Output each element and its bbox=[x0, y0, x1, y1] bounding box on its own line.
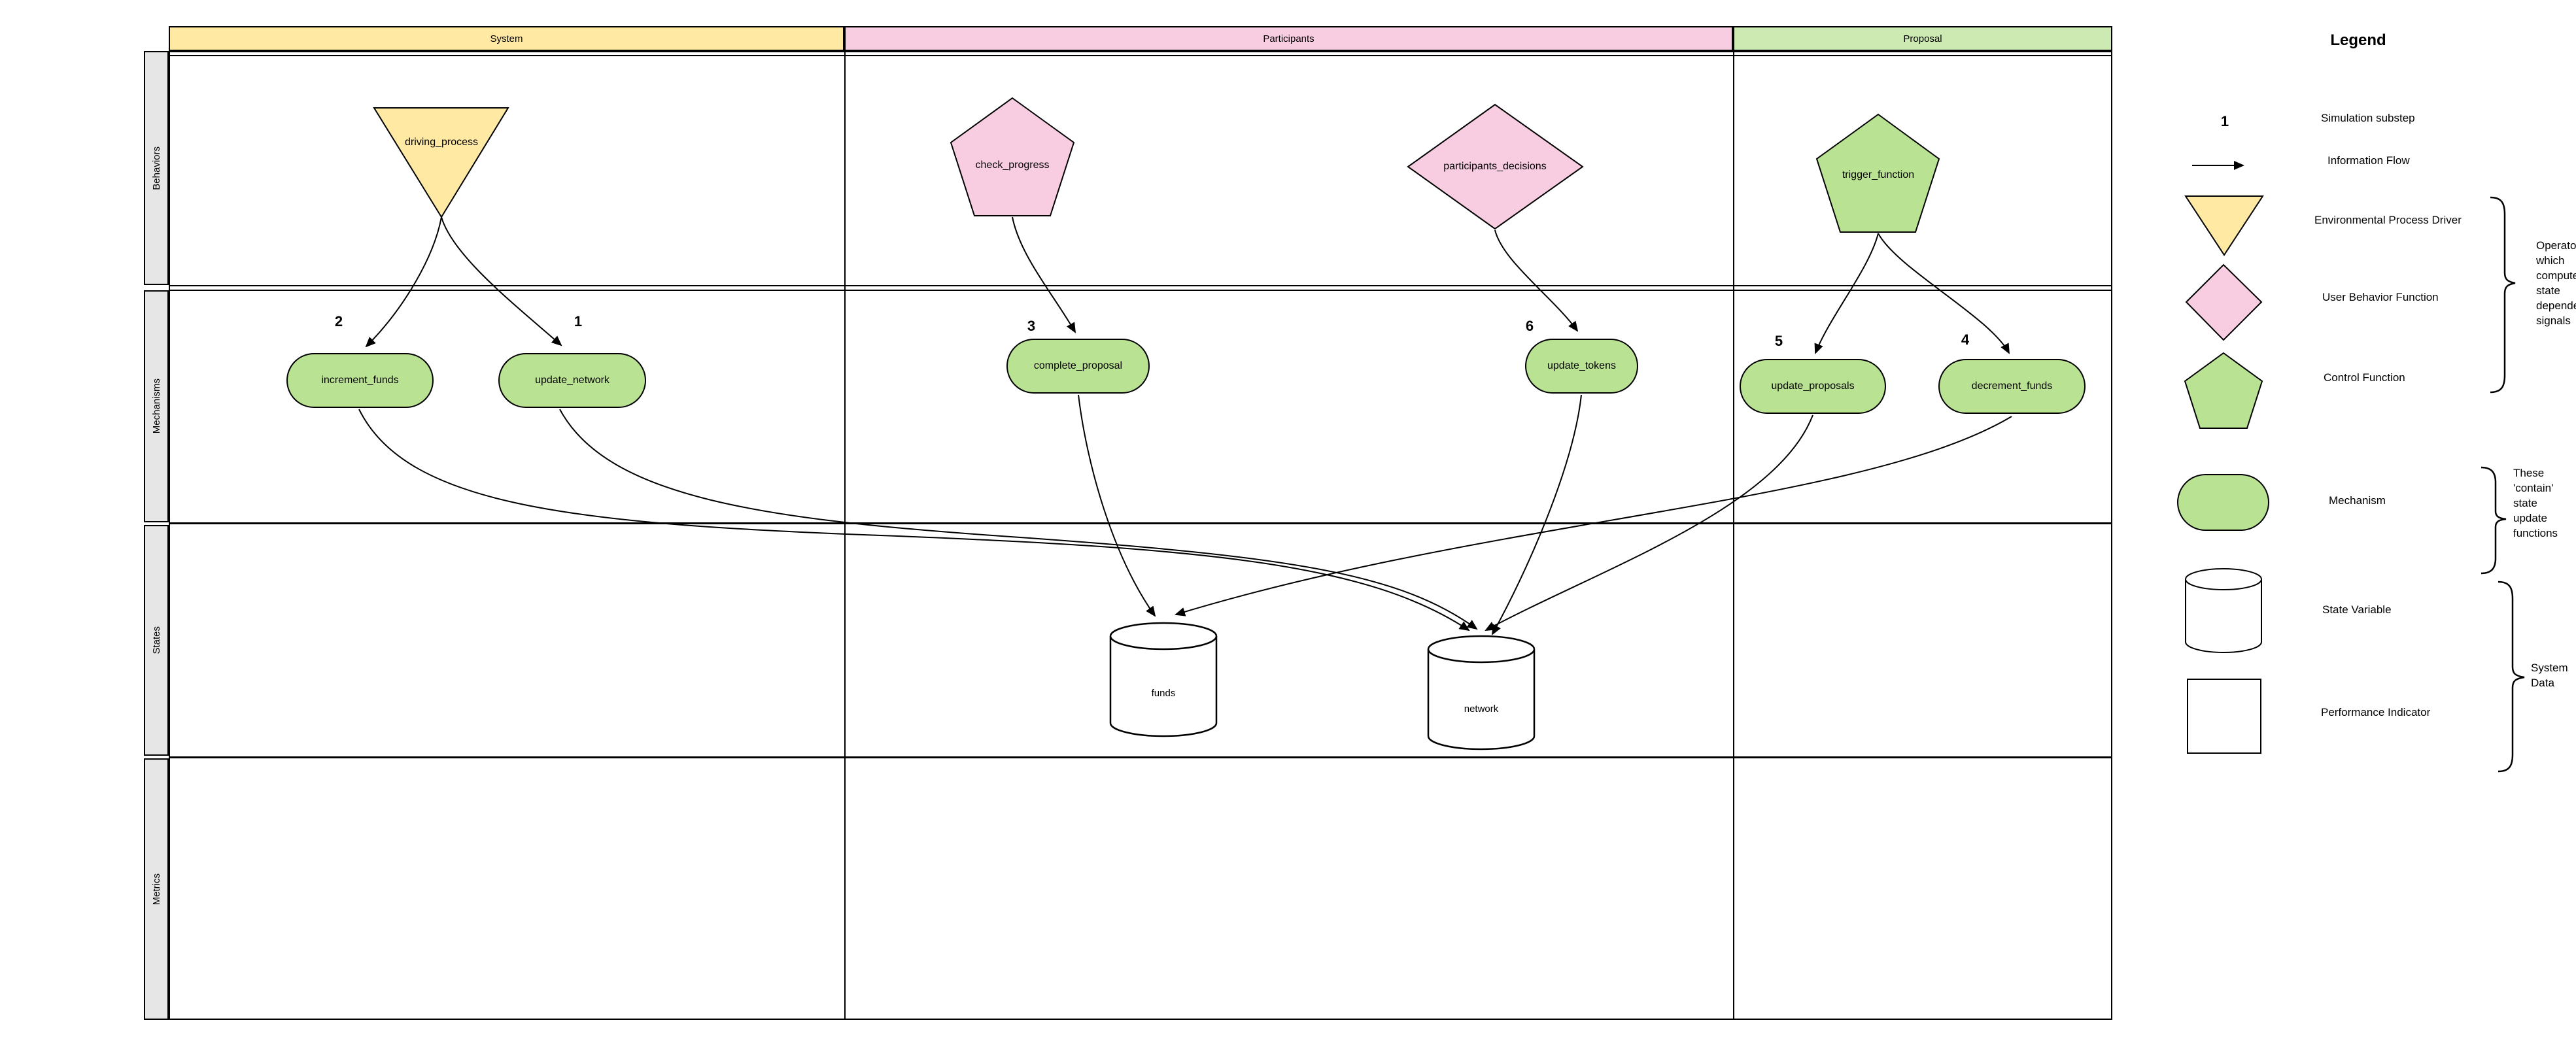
flow-trigger_function-update_proposals bbox=[1814, 233, 1879, 354]
trigger-function-pentagon[interactable] bbox=[1815, 113, 1940, 233]
column-header-participants: Participants bbox=[844, 26, 1733, 51]
column-header-participants-label: Participants bbox=[1263, 33, 1314, 44]
column-header-proposal-label: Proposal bbox=[1903, 33, 1942, 44]
table-outer-border bbox=[169, 51, 2112, 1020]
check-progress-pentagon[interactable] bbox=[950, 97, 1075, 216]
legend-stadium-symbol bbox=[2177, 474, 2269, 531]
legend-label-mechanism: Mechanism bbox=[2329, 493, 2386, 509]
flow-arrows bbox=[358, 216, 2012, 635]
row-label-states-text: States bbox=[150, 626, 162, 654]
node-increment-funds[interactable]: increment_funds bbox=[286, 353, 434, 408]
node-increment-funds-label: increment_funds bbox=[321, 375, 399, 386]
flow-update_network-network bbox=[559, 409, 1478, 630]
system-participants-divider bbox=[844, 51, 846, 1020]
column-header-system: System bbox=[169, 26, 844, 51]
node-decrement-funds-label: decrement_funds bbox=[1971, 380, 2053, 392]
column-header-system-label: System bbox=[490, 33, 523, 44]
network-cylinder[interactable] bbox=[1427, 635, 1536, 751]
participants-proposal-divider bbox=[1733, 51, 1734, 1020]
node-update-network[interactable]: update_network bbox=[498, 353, 646, 408]
flow-driving_process-update_network bbox=[441, 216, 562, 346]
node-update-tokens[interactable]: update_tokens bbox=[1525, 339, 1638, 394]
node-update-network-label: update_network bbox=[535, 375, 610, 386]
substep-decrement-funds: 4 bbox=[1961, 331, 1970, 348]
substep-update-network: 1 bbox=[574, 313, 583, 329]
flow-driving_process-increment_funds bbox=[365, 216, 442, 348]
funds-cylinder[interactable] bbox=[1109, 622, 1218, 737]
substep-update-proposals: 5 bbox=[1774, 333, 1783, 349]
legend-label-information-flow-text: Information Flow bbox=[2327, 154, 2410, 167]
node-decrement-funds[interactable]: decrement_funds bbox=[1938, 359, 2086, 414]
row-label-metrics: Metrics bbox=[144, 758, 169, 1020]
legend-label-environmental-process-driver-text: Environmental Process Driver bbox=[2314, 214, 2462, 226]
node-update-proposals[interactable]: update_proposals bbox=[1740, 359, 1886, 414]
legend-label-user-behavior-function: User Behavior Function bbox=[2322, 290, 2439, 305]
flow-update_tokens-network bbox=[1492, 394, 1582, 635]
flow-participants_decisions-update_tokens bbox=[1494, 229, 1579, 332]
participants-decisions-diamond[interactable] bbox=[1407, 103, 1584, 230]
row-label-mechanisms-text: Mechanisms bbox=[150, 379, 162, 434]
substep-increment-funds: 2 bbox=[334, 313, 343, 329]
legend-label-state-variable-text: State Variable bbox=[2322, 603, 2392, 616]
substep-update-tokens: 6 bbox=[1525, 318, 1534, 334]
row-label-mechanisms: Mechanisms bbox=[144, 290, 169, 522]
mechanisms-states-divider bbox=[169, 522, 2112, 524]
legend-label-performance-indicator-text: Performance Indicator bbox=[2321, 706, 2431, 718]
legend-label-performance-indicator: Performance Indicator bbox=[2321, 705, 2430, 720]
annotation-system-data: System Data bbox=[2531, 662, 2568, 689]
flow-decrement_funds-funds bbox=[1175, 416, 2012, 616]
legend-label-mechanism-text: Mechanism bbox=[2329, 494, 2386, 507]
brace-state-update bbox=[2481, 466, 2507, 575]
node-update-tokens-label: update_tokens bbox=[1547, 360, 1616, 371]
behaviors-mechanisms-divider-a bbox=[169, 285, 2112, 286]
column-header-proposal: Proposal bbox=[1733, 26, 2112, 51]
legend-label-environmental-process-driver: Environmental Process Driver bbox=[2314, 212, 2462, 228]
annotation-signal-operators: Operators which compute state dependent … bbox=[2536, 239, 2576, 327]
row-label-metrics-text: Metrics bbox=[150, 873, 162, 905]
flow-increment_funds-network bbox=[358, 409, 1470, 632]
header-divider-line bbox=[169, 55, 2112, 56]
legend-title: Legend bbox=[2330, 31, 2386, 49]
legend-substep-symbol: 1 bbox=[2220, 113, 2229, 129]
legend-pentagon-symbol bbox=[2184, 352, 2263, 429]
node-complete-proposal-label: complete_proposal bbox=[1033, 360, 1123, 371]
row-label-states: States bbox=[144, 525, 169, 756]
node-update-proposals-label: update_proposals bbox=[1771, 380, 1855, 392]
legend-label-user-behavior-function-text: User Behavior Function bbox=[2322, 291, 2439, 303]
legend-triangle-symbol bbox=[2184, 195, 2264, 256]
annotation-state-update: These 'contain' state update functions bbox=[2513, 467, 2558, 539]
legend-label-simulation-substep-text: Simulation substep bbox=[2321, 112, 2415, 124]
flow-complete_proposal-funds bbox=[1078, 394, 1156, 617]
legend-label-information-flow: Information Flow bbox=[2327, 153, 2410, 169]
flow-trigger_function-decrement_funds bbox=[1878, 233, 2010, 354]
legend-cylinder-symbol bbox=[2185, 568, 2262, 653]
states-metrics-divider bbox=[169, 756, 2112, 758]
node-complete-proposal[interactable]: complete_proposal bbox=[1006, 339, 1150, 394]
legend-label-simulation-substep: Simulation substep bbox=[2321, 110, 2415, 126]
row-label-behaviors: Behaviors bbox=[144, 51, 169, 285]
behaviors-mechanisms-divider-b bbox=[169, 290, 2112, 291]
legend-label-state-variable: State Variable bbox=[2322, 602, 2392, 618]
row-label-behaviors-text: Behaviors bbox=[150, 146, 162, 190]
brace-signal-operators bbox=[2490, 196, 2516, 394]
driving-process-triangle[interactable] bbox=[373, 107, 509, 218]
legend-label-control-function-text: Control Function bbox=[2324, 371, 2405, 384]
legend-rectangle-symbol bbox=[2187, 679, 2261, 754]
flow-check_progress-complete_proposal bbox=[1012, 216, 1076, 333]
substep-complete-proposal: 3 bbox=[1027, 318, 1036, 334]
legend-diamond-symbol bbox=[2185, 263, 2263, 341]
legend-label-control-function: Control Function bbox=[2324, 370, 2405, 386]
brace-system-data bbox=[2498, 581, 2525, 773]
